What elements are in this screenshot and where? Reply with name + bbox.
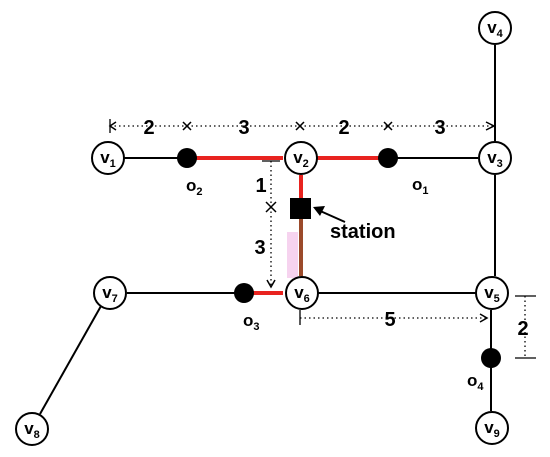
distance-station-v6: 3 <box>254 237 265 259</box>
object-o4-point[interactable] <box>481 348 501 368</box>
vertex-circle <box>15 412 49 446</box>
vertex-v1[interactable]: v1 <box>91 141 125 175</box>
vertex-circle <box>285 276 319 310</box>
vertex-v1-label: v1 <box>100 148 116 170</box>
vertex-v6[interactable]: v6 <box>285 276 319 310</box>
vertex-v8-label: v8 <box>24 419 40 441</box>
dim-arrowhead <box>108 121 117 131</box>
object-o2-label: o2 <box>186 176 203 198</box>
station-label: station <box>330 221 396 243</box>
vertex-v3[interactable]: v3 <box>478 141 512 175</box>
vertex-v9[interactable]: v9 <box>475 411 509 445</box>
object-o3-point[interactable] <box>234 283 254 303</box>
edges <box>39 45 496 415</box>
vertex-v7-label: v7 <box>102 283 118 305</box>
vertex-circle <box>478 11 512 45</box>
vertex-v9-label: v9 <box>484 418 500 440</box>
vertex-v4[interactable]: v4 <box>478 11 512 45</box>
distance-o2-v2: 3 <box>238 117 249 139</box>
distance-v2-o1: 2 <box>338 117 349 139</box>
vertex-v5-label: v5 <box>484 283 500 305</box>
object-o3-label: o3 <box>243 311 260 333</box>
dim-arrowhead <box>266 279 276 289</box>
vertex-circle <box>478 141 512 175</box>
vertex-circle <box>93 276 127 310</box>
edge-v7-v8 <box>39 305 102 415</box>
station-marker[interactable] <box>290 198 311 219</box>
dim-cross <box>182 121 192 131</box>
dimension-lines <box>108 119 536 359</box>
station: station <box>290 198 396 243</box>
distance-labels: 2 3 2 3 1 3 5 2 <box>143 117 528 340</box>
vertex-circle <box>91 141 125 175</box>
vertex-circle <box>284 141 318 175</box>
distance-v1-o2: 2 <box>143 117 154 139</box>
vertex-v2-label: v2 <box>293 148 309 170</box>
distance-v6-v5: 5 <box>384 309 395 331</box>
vertex-v4-label: v4 <box>487 18 503 40</box>
vertex-v8[interactable]: v8 <box>15 412 49 446</box>
vertices: v1 v2 v3 v4 v5 v6 v7 v8 <box>15 11 512 446</box>
dim-arrowhead <box>479 313 489 323</box>
vertex-v5[interactable]: v5 <box>475 276 509 310</box>
object-o1-label: o1 <box>412 175 429 197</box>
object-o1-point[interactable] <box>378 148 398 168</box>
vertex-v3-label: v3 <box>487 148 503 170</box>
distance-v2-station: 1 <box>255 175 266 197</box>
vertex-v6-label: v6 <box>294 283 310 305</box>
vertex-circle <box>475 276 509 310</box>
object-o2-point[interactable] <box>177 148 197 168</box>
object-o4-label: o4 <box>467 371 484 393</box>
distance-o1-v3: 3 <box>434 117 445 139</box>
distance-v5-o4: 2 <box>517 318 528 340</box>
station-arrow-line <box>317 209 346 223</box>
vertex-v7[interactable]: v7 <box>93 276 127 310</box>
dim-arrowhead <box>485 121 496 131</box>
path-shading <box>287 232 298 278</box>
dim-cross <box>295 121 305 131</box>
objects: o1 o2 o3 o4 <box>177 148 501 393</box>
vertex-circle <box>475 411 509 445</box>
vertex-v2[interactable]: v2 <box>284 141 318 175</box>
dim-cross <box>383 121 393 131</box>
station-arrowhead <box>313 206 325 216</box>
